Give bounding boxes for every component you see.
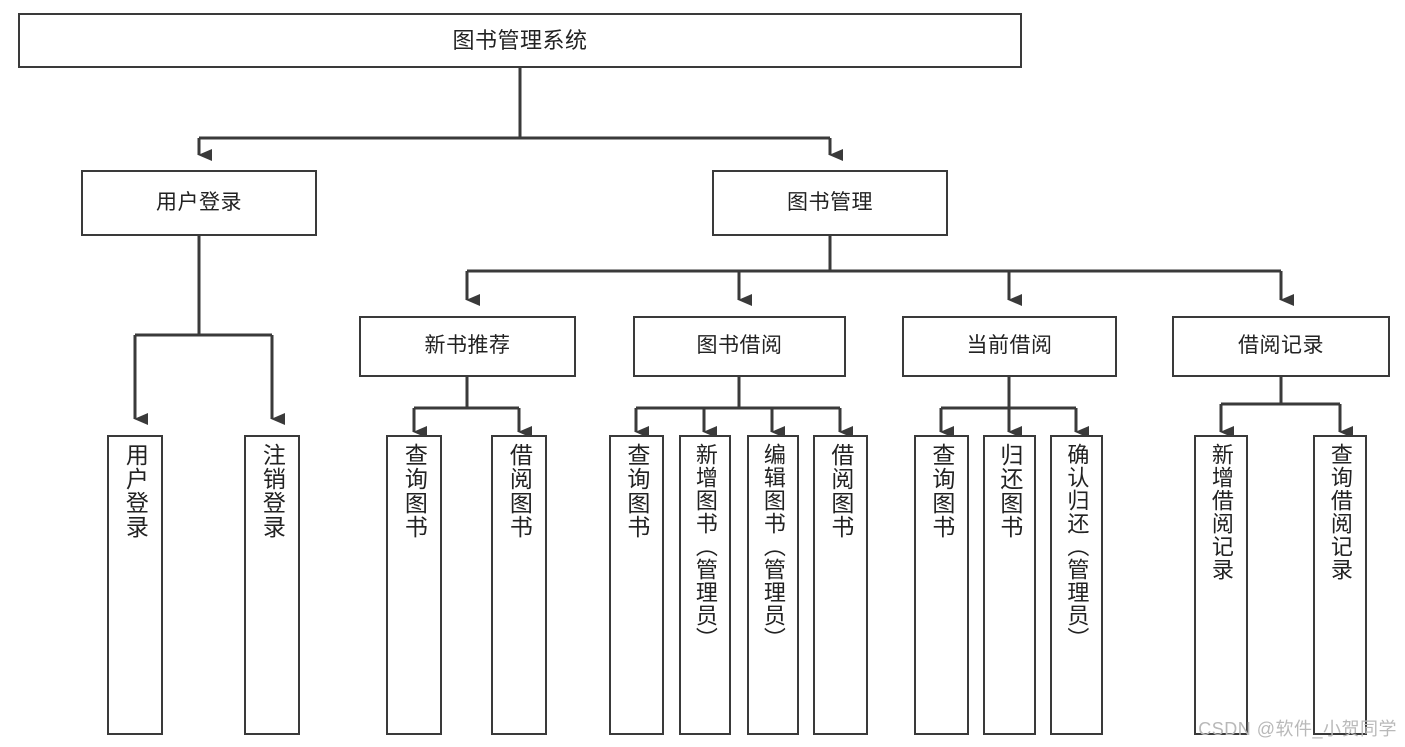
node-book-management-label: 图书管理: [787, 190, 873, 214]
leaf-borrow-record-query[interactable]: 查询借阅记录: [1313, 435, 1367, 735]
leaf-current-borrow-confirm[interactable]: 确认归还（管理员）: [1050, 435, 1103, 735]
leaf-current-borrow-query[interactable]: 查询图书: [914, 435, 969, 735]
leaf-current-borrow-confirm-label: 确认归还（管理员）: [1064, 443, 1090, 650]
node-book-borrow-label: 图书借阅: [696, 334, 783, 358]
leaf-book-borrow-borrow[interactable]: 借阅图书: [813, 435, 868, 735]
node-user-login[interactable]: 用户登录: [81, 170, 317, 236]
node-current-borrow-label: 当前借阅: [966, 334, 1053, 358]
leaf-current-borrow-return-label: 归还图书: [996, 443, 1023, 539]
leaf-book-borrow-edit-label: 编辑图书（管理员）: [760, 443, 786, 650]
leaf-borrow-record-query-label: 查询借阅记录: [1327, 443, 1353, 581]
leaf-book-borrow-query[interactable]: 查询图书: [609, 435, 664, 735]
node-current-borrow[interactable]: 当前借阅: [902, 316, 1117, 377]
watermark-text: CSDN @软件_小贺同学: [1198, 719, 1397, 739]
leaf-current-borrow-query-label: 查询图书: [928, 443, 955, 539]
node-root[interactable]: 图书管理系统: [18, 13, 1022, 68]
leaf-user-login-logout-label: 注销登录: [259, 443, 286, 539]
node-borrow-record-label: 借阅记录: [1238, 334, 1324, 358]
leaf-current-borrow-return[interactable]: 归还图书: [983, 435, 1036, 735]
node-user-login-label: 用户登录: [156, 190, 242, 214]
leaf-book-borrow-borrow-label: 借阅图书: [827, 443, 854, 539]
leaf-book-borrow-add[interactable]: 新增图书（管理员）: [679, 435, 731, 735]
leaf-book-borrow-add-label: 新增图书（管理员）: [692, 443, 718, 650]
node-new-book-recommend[interactable]: 新书推荐: [359, 316, 576, 377]
node-book-management[interactable]: 图书管理: [712, 170, 948, 236]
leaf-user-login-login[interactable]: 用户登录: [107, 435, 163, 735]
leaf-user-login-logout[interactable]: 注销登录: [244, 435, 300, 735]
leaf-borrow-record-add-label: 新增借阅记录: [1208, 443, 1234, 581]
node-new-book-recommend-label: 新书推荐: [424, 334, 511, 358]
leaf-user-login-login-label: 用户登录: [122, 443, 149, 539]
node-borrow-record[interactable]: 借阅记录: [1172, 316, 1390, 377]
leaf-new-book-query-label: 查询图书: [401, 443, 428, 539]
leaf-book-borrow-query-label: 查询图书: [623, 443, 650, 539]
node-root-label: 图书管理系统: [452, 27, 588, 53]
node-book-borrow[interactable]: 图书借阅: [633, 316, 846, 377]
leaf-new-book-borrow-label: 借阅图书: [506, 443, 533, 539]
leaf-new-book-borrow[interactable]: 借阅图书: [491, 435, 547, 735]
leaf-book-borrow-edit[interactable]: 编辑图书（管理员）: [747, 435, 799, 735]
leaf-borrow-record-add[interactable]: 新增借阅记录: [1194, 435, 1248, 735]
leaf-new-book-query[interactable]: 查询图书: [386, 435, 442, 735]
